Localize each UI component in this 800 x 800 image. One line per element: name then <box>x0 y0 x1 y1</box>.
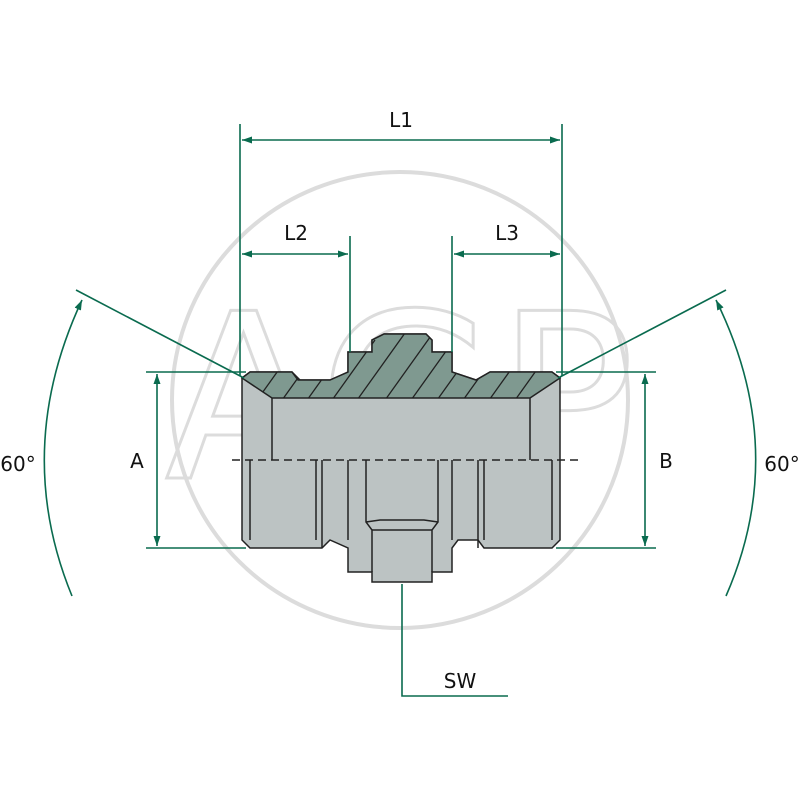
dimension-lines <box>43 124 757 697</box>
cone-line-left <box>75 289 245 379</box>
label-l1: L1 <box>389 108 413 132</box>
label-b: B <box>659 449 673 473</box>
label-l2: L2 <box>284 221 308 245</box>
label-angle-left: 60° <box>0 452 35 476</box>
watermark-circle <box>170 170 630 630</box>
angle-arc-right <box>715 299 757 597</box>
angle-arc-left <box>43 299 83 597</box>
label-l3: L3 <box>495 221 519 245</box>
label-sw: SW <box>444 669 477 693</box>
sw-leader <box>401 584 508 697</box>
dimension-labels: L1 L2 L3 A B SW 60° 60° <box>0 108 799 693</box>
label-a: A <box>130 449 144 473</box>
cone-line-right <box>557 289 727 379</box>
internal-lines <box>249 398 553 572</box>
section-fill <box>240 333 562 399</box>
label-angle-right: 60° <box>764 452 799 476</box>
